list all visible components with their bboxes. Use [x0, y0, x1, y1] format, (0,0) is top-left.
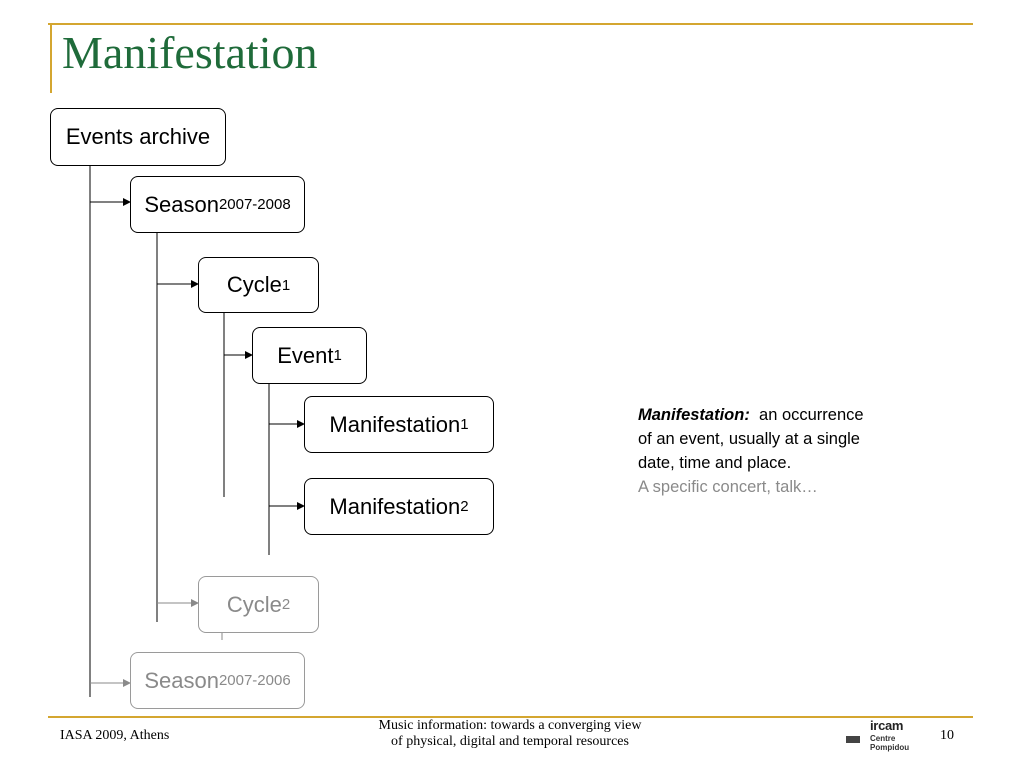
node-event-subscript: 1 [333, 347, 342, 364]
node-cycle-subscript: 1 [281, 276, 291, 294]
node-manifestation-subscript: 2 [460, 498, 469, 515]
node-cycle-label: Cycle [226, 272, 282, 297]
page-number: 10 [940, 728, 954, 743]
node-event-label: Event [277, 342, 334, 368]
footer-conference: IASA 2009, Athens [60, 728, 170, 743]
node-cycle-label: Cycle [226, 591, 282, 617]
node-season-label: Season [144, 667, 219, 693]
logo-line-1: Centre [870, 734, 896, 743]
node-manifestation-label: Manifestation [329, 411, 461, 437]
footer-title-line-2: of physical, digital and temporal resour… [391, 734, 629, 749]
node-cycle-subscript: 2 [281, 596, 291, 613]
definition-term: Manifestation [638, 406, 745, 424]
top-rule [48, 23, 973, 25]
slide-title: Manifestation [62, 27, 318, 78]
node-season-subscript: 2007-2006 [218, 672, 291, 689]
bottom-rule [48, 716, 973, 718]
footer-title-line-1: Music information: towards a converging … [378, 718, 642, 733]
node-season-label: Season [144, 191, 219, 217]
ircam-logo: ircam Centre Pompidou [846, 718, 909, 756]
node-season-subscript: 2007-2008 [218, 196, 291, 213]
definition-text: an occurrence of an event, usually at a … [638, 406, 864, 472]
node-manifestation-subscript: 1 [460, 416, 469, 433]
node-manifestation-label: Manifestation [329, 493, 461, 519]
node-events-archive: Events archive [50, 108, 226, 166]
logo-centre-pompidou: Centre Pompidou [870, 734, 909, 752]
definition-box: Manifestation: an occurrence of an event… [638, 403, 868, 499]
definition-example: A specific concert, talk… [638, 478, 818, 496]
logo-bar-icon [846, 736, 860, 743]
title-accent-rule [50, 23, 52, 93]
footer-talk-title: Music information: towards a converging … [330, 718, 690, 750]
logo-ircam-text: ircam [870, 718, 904, 733]
logo-line-2: Pompidou [870, 743, 910, 752]
node-events-archive-label: Events archive [65, 124, 211, 149]
definition-colon: : [744, 406, 750, 424]
